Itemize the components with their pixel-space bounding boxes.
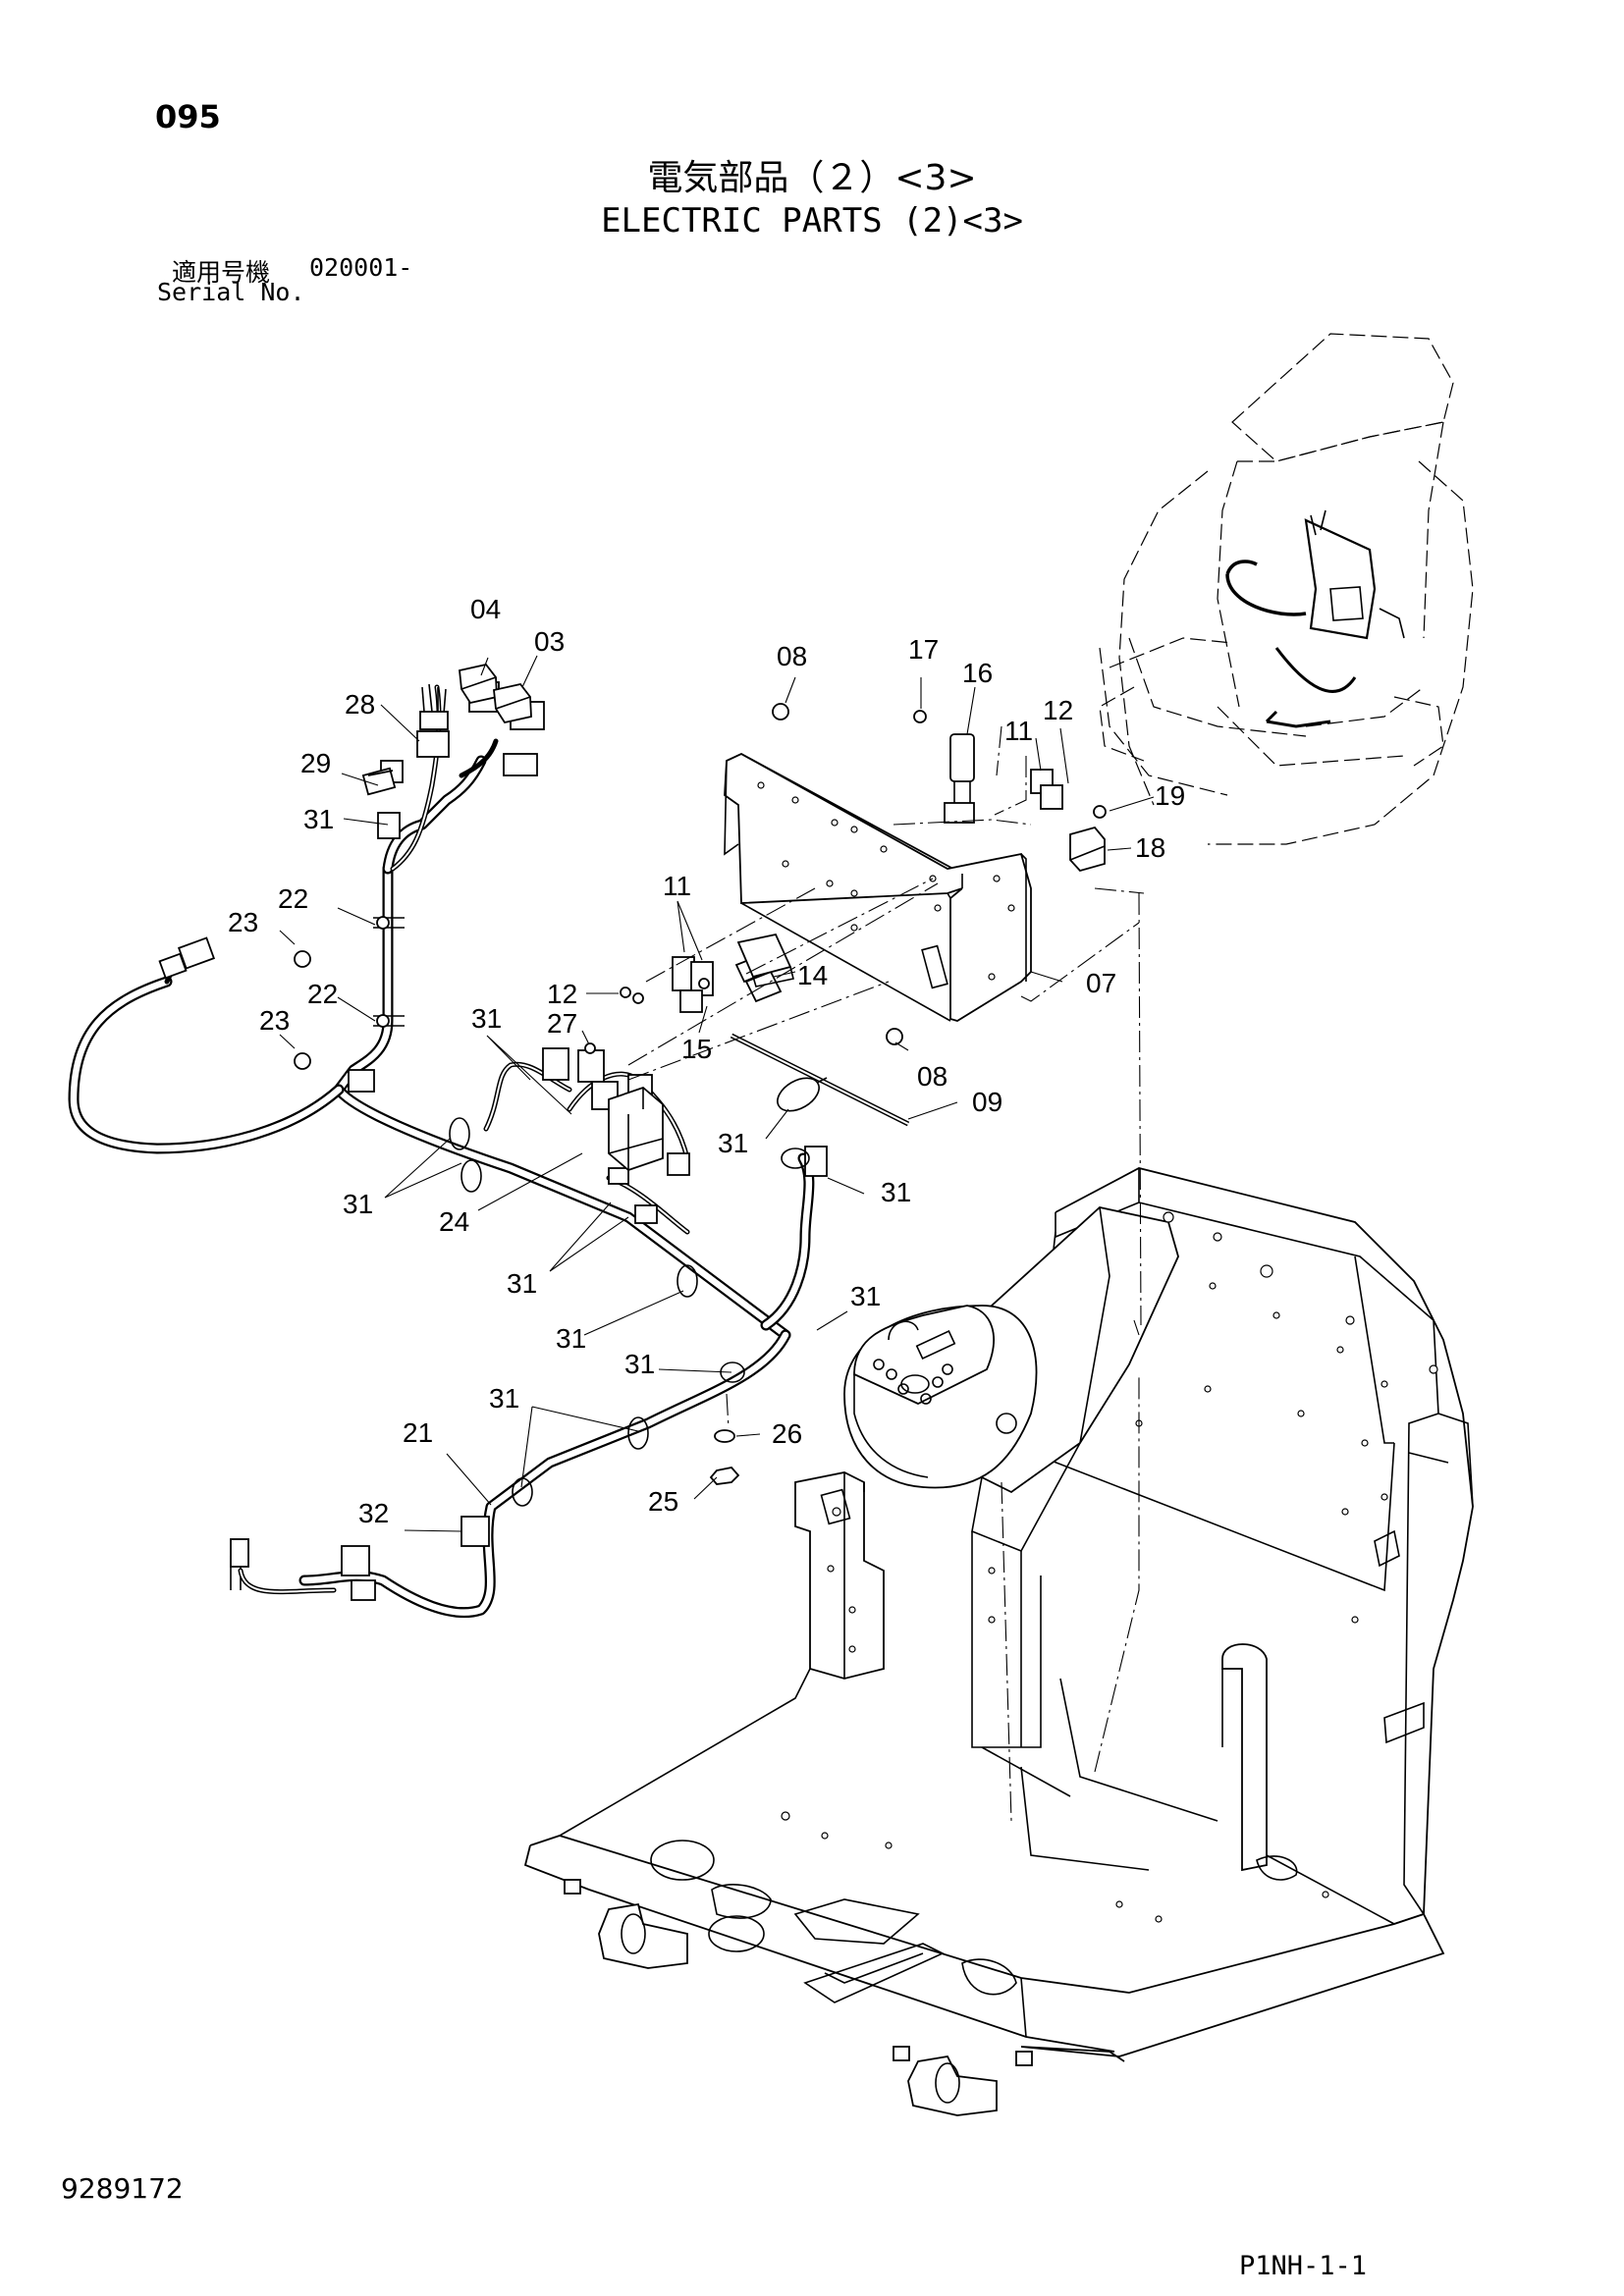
callout-08-bottom: 08: [917, 1061, 947, 1092]
title-japanese: 電気部品（２）<3>: [647, 158, 977, 198]
callout-04: 04: [470, 594, 501, 624]
callout-22-lower: 22: [307, 979, 338, 1009]
callout-31-low: 31: [507, 1268, 537, 1299]
callout-31-junction-right: 31: [850, 1281, 881, 1311]
callout-26: 26: [772, 1418, 802, 1449]
callout-31-junction: 31: [624, 1349, 655, 1379]
page-number: 095: [155, 98, 221, 135]
callout-31-loop: 31: [718, 1128, 748, 1158]
callout-11-right: 11: [1004, 716, 1033, 746]
callout-31-clip: 31: [489, 1383, 519, 1414]
callout-21: 21: [403, 1417, 433, 1448]
callout-07: 07: [1086, 968, 1116, 998]
relay-parts: [294, 703, 1107, 1485]
callout-12-left: 12: [547, 979, 577, 1009]
machine-locator-inset: [1099, 333, 1474, 845]
leader-lines: [279, 655, 1155, 1822]
callout-14: 14: [797, 960, 828, 990]
callout-31-left: 31: [343, 1189, 373, 1219]
callout-31-mid: 31: [471, 1003, 502, 1034]
callout-12-right: 12: [1043, 695, 1073, 725]
serial-range: 020001-: [309, 253, 413, 282]
callout-23-upper: 23: [228, 907, 258, 937]
cab-floor-frame: [523, 1167, 1474, 2116]
callout-32: 32: [358, 1498, 389, 1528]
callout-17: 17: [908, 634, 939, 665]
callout-29: 29: [300, 748, 331, 778]
callout-23-lower: 23: [259, 1005, 290, 1036]
cable-ties: [730, 1033, 910, 1127]
callout-11-left: 11: [663, 871, 691, 901]
callout-22-upper: 22: [278, 883, 308, 914]
mounting-bracket: [724, 752, 1032, 1022]
callout-27: 27: [547, 1008, 577, 1039]
serial-label-english: Serial No.: [157, 278, 305, 306]
callout-08-top: 08: [777, 641, 807, 671]
callout-25: 25: [648, 1486, 678, 1517]
callout-31-top: 31: [303, 804, 334, 834]
callout-28: 28: [345, 689, 375, 720]
callout-labels: 04 03 28 29 31 22 23 22 23 31 27 12 11 1…: [228, 594, 1185, 1528]
document-code: 9289172: [61, 2172, 184, 2205]
switch-parts: [361, 663, 532, 796]
sheet-code: P1NH-1-1: [1239, 2251, 1368, 2281]
callout-15: 15: [681, 1034, 712, 1064]
callout-03: 03: [534, 626, 565, 657]
wire-harness: [68, 684, 815, 1619]
callout-19: 19: [1155, 780, 1185, 811]
callout-24: 24: [439, 1206, 469, 1237]
callout-31-lower: 31: [556, 1323, 586, 1354]
harness-connectors: [158, 681, 828, 1601]
callout-31-right: 31: [881, 1177, 911, 1207]
callout-09: 09: [972, 1087, 1002, 1117]
callout-18: 18: [1135, 832, 1165, 863]
title-english: ELECTRIC PARTS (2)<3>: [601, 201, 1023, 240]
callout-16: 16: [962, 658, 993, 688]
serial-label-japanese: 適用号機: [172, 258, 271, 287]
